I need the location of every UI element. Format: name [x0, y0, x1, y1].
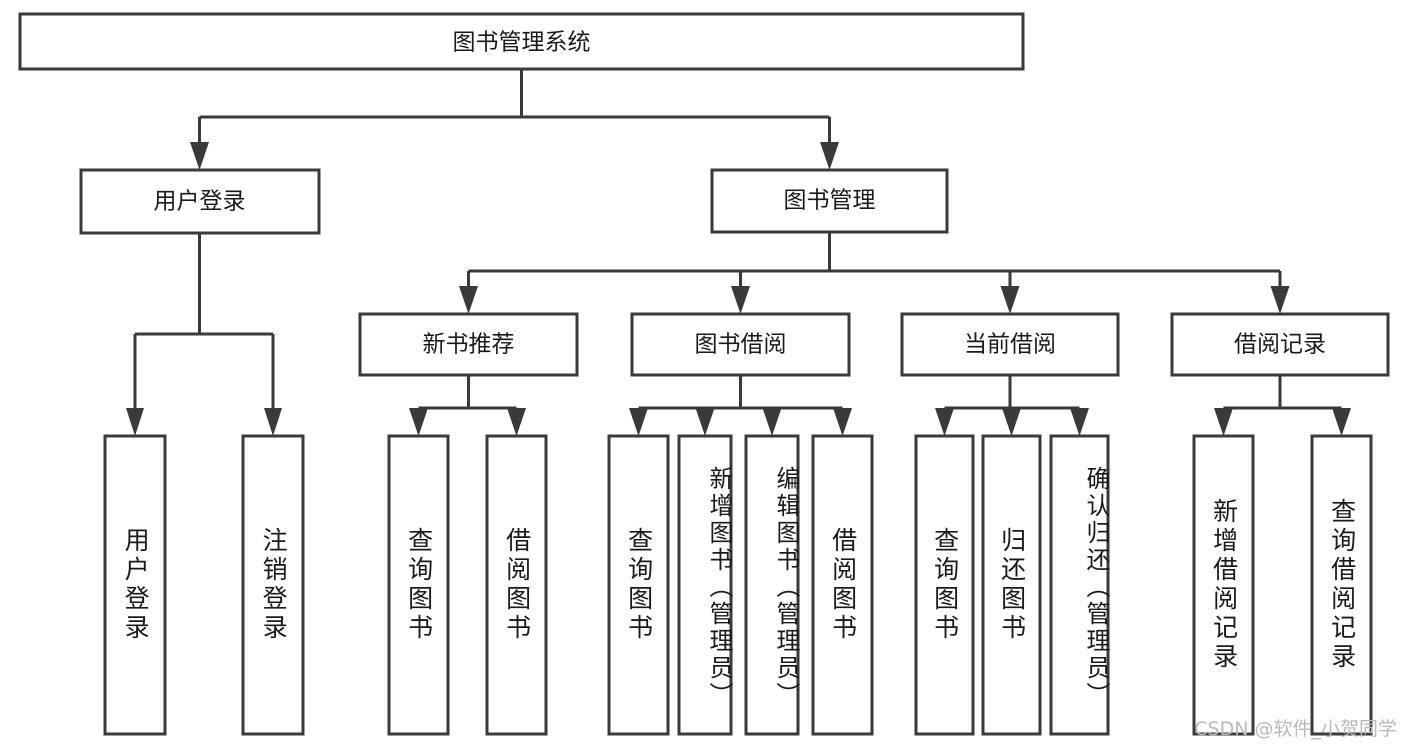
connector-group-book-manage [459, 232, 1290, 314]
arrow-book-borrow-child-1 [629, 408, 648, 436]
node-box-user-logout[interactable] [241, 434, 305, 736]
arrow-user-login-child-2 [264, 408, 282, 436]
connector-group-root [190, 69, 839, 170]
node-box-borrow-query-book[interactable] [607, 434, 670, 736]
csdn-watermark: CSDN @软件_小贺同学 [1194, 718, 1397, 740]
node-box-current-confirm-return[interactable] [1049, 434, 1110, 736]
node-box-recommend-borrow-book[interactable] [485, 434, 548, 736]
arrow-book-borrow-child-4 [833, 408, 852, 436]
arrow-to-book-borrow [731, 286, 750, 314]
arrow-current-borrow-child-1 [935, 408, 954, 436]
node-label-book-manage: 图书管理 [784, 188, 876, 214]
connector-group-new-book-recommend [409, 375, 526, 436]
node-box-user-login-do[interactable] [103, 434, 167, 736]
node-label-borrow-record: 借阅记录 [1234, 332, 1326, 358]
node-box-book-manage[interactable] [710, 168, 949, 234]
node-box-current-return-book[interactable] [981, 434, 1042, 736]
node-box-record-query[interactable] [1310, 434, 1373, 736]
arrow-to-user-login [190, 142, 209, 170]
node-box-borrow-edit-book[interactable] [744, 434, 800, 736]
connector-group-current-borrow [935, 375, 1089, 436]
arrow-to-borrow-record [1270, 286, 1290, 314]
arrow-new-book-child-1 [409, 408, 428, 436]
node-label-new-book-recommend: 新书推荐 [423, 332, 515, 358]
arrow-user-login-child-1 [126, 408, 144, 436]
connector-group-user-login [126, 233, 282, 436]
arrow-book-borrow-child-3 [762, 408, 782, 436]
node-box-current-borrow[interactable] [900, 312, 1120, 377]
arrow-new-book-child-2 [507, 408, 526, 436]
connector-group-borrow-record [1214, 375, 1351, 436]
node-box-new-book-recommend[interactable] [358, 312, 579, 377]
arrow-to-current-borrow [1000, 286, 1020, 314]
node-box-record-add[interactable] [1192, 434, 1255, 736]
arrow-borrow-record-child-2 [1332, 408, 1351, 436]
arrow-current-borrow-child-3 [1070, 408, 1089, 436]
node-box-book-borrow[interactable] [630, 312, 851, 377]
arrow-to-new-book-recommend [459, 286, 478, 314]
arrow-current-borrow-child-2 [1002, 408, 1021, 436]
node-box-borrow-record[interactable] [1170, 312, 1390, 377]
node-box-recommend-query-book[interactable] [387, 434, 450, 736]
node-box-user-login[interactable] [79, 168, 321, 235]
node-box-root[interactable] [18, 12, 1025, 71]
node-label-book-borrow: 图书借阅 [695, 332, 787, 358]
node-label-current-borrow: 当前借阅 [964, 332, 1056, 358]
arrow-borrow-record-child-1 [1214, 408, 1233, 436]
node-label-user-login: 用户登录 [154, 189, 246, 215]
node-box-borrow-borrow-book[interactable] [811, 434, 874, 736]
node-label-root: 图书管理系统 [453, 30, 591, 56]
node-box-borrow-add-book[interactable] [677, 434, 733, 736]
arrow-to-book-manage [820, 142, 839, 170]
arrow-book-borrow-child-2 [695, 408, 715, 436]
node-box-current-query-book[interactable] [914, 434, 975, 736]
connector-group-book-borrow [629, 375, 852, 436]
